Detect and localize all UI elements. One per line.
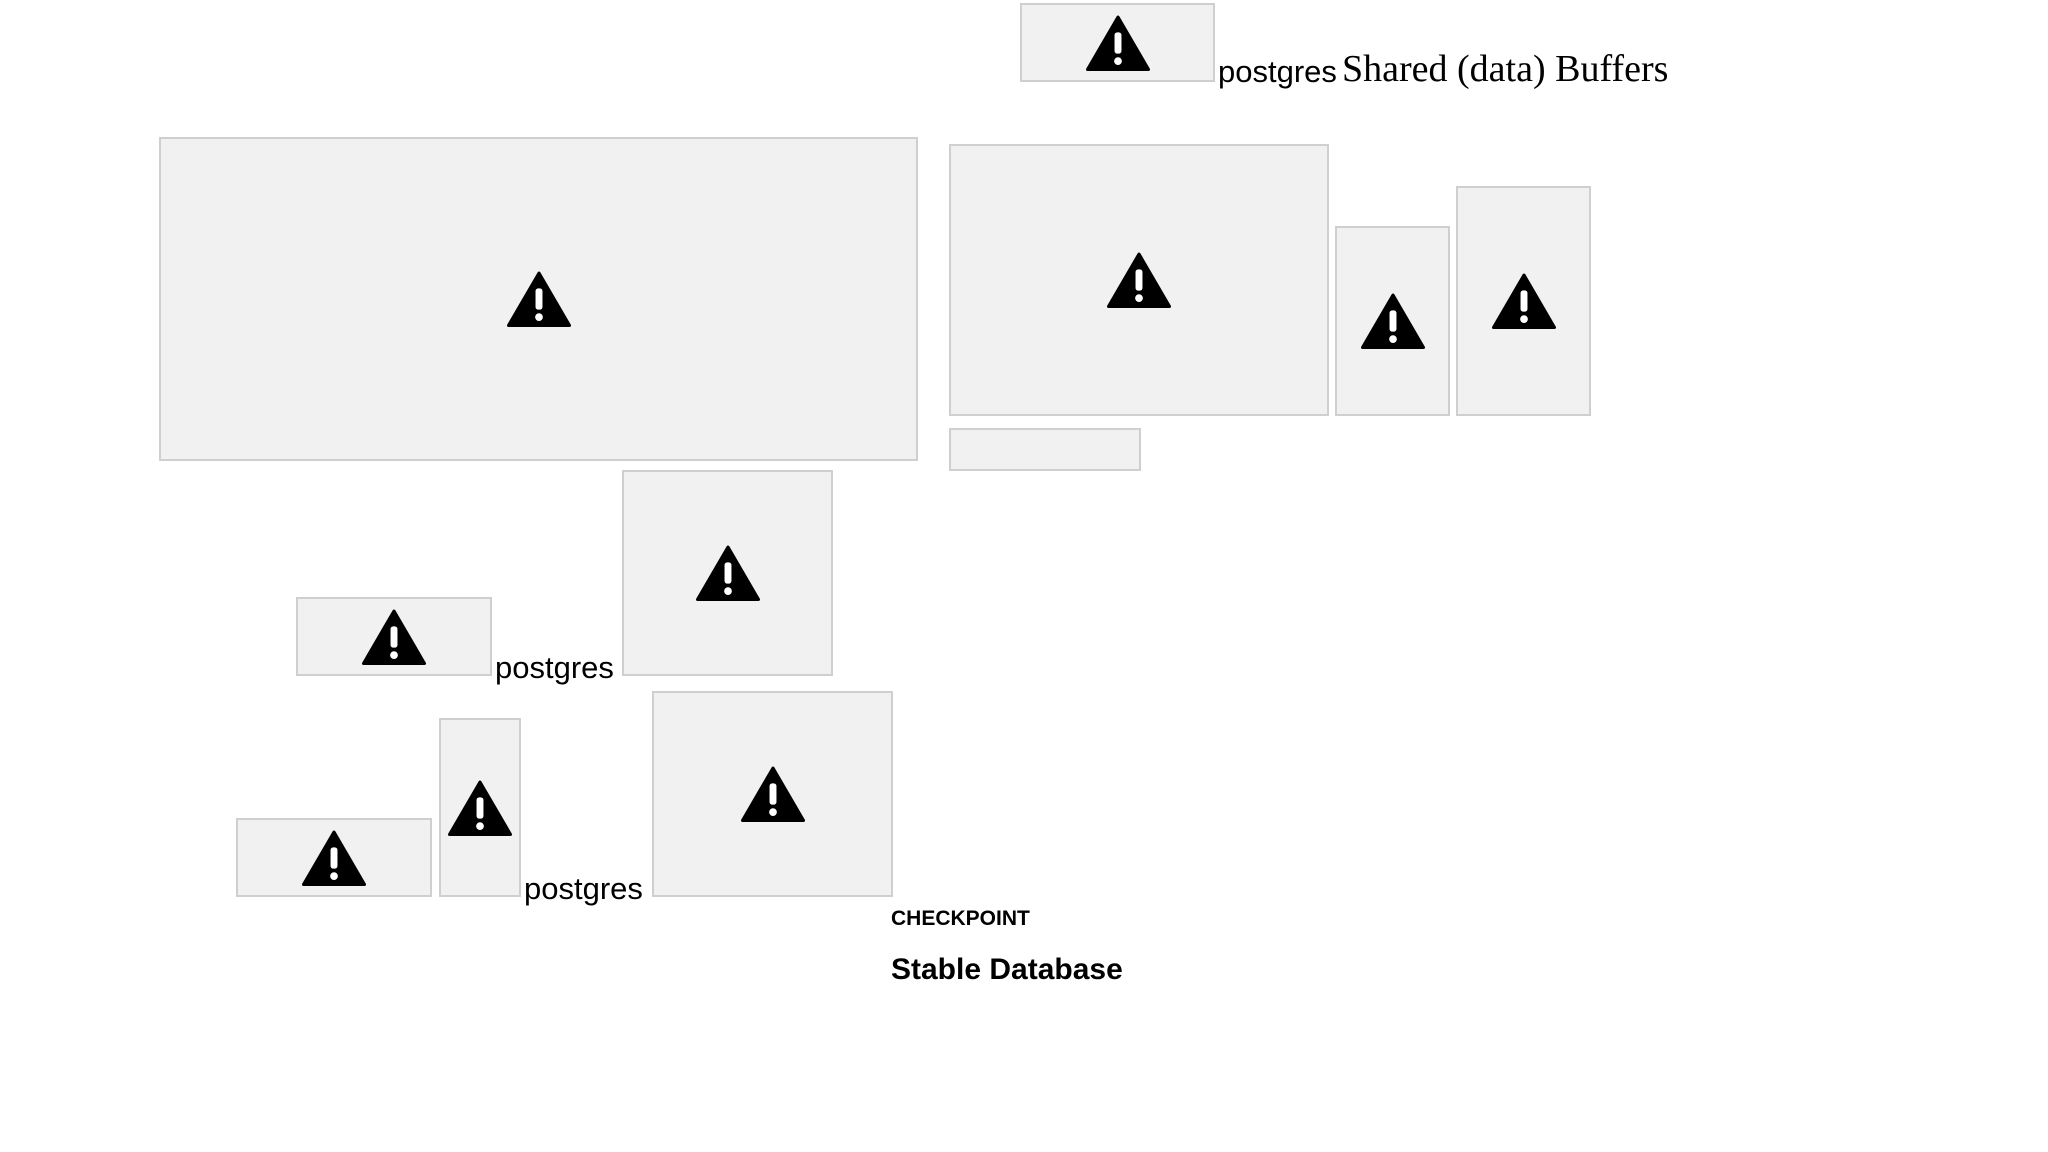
warning-icon (1360, 293, 1425, 349)
checkpoint-label: CHECKPOINT (891, 907, 1030, 930)
image-placeholder-header (1020, 3, 1215, 82)
warning-icon (448, 780, 512, 836)
warning-icon (1107, 252, 1171, 308)
warning-icon (362, 609, 426, 665)
image-placeholder-right-main (949, 144, 1329, 416)
image-placeholder-right-strip (949, 428, 1141, 471)
process-b-label: postgres (524, 871, 643, 906)
image-placeholder-process-a-left (296, 597, 492, 676)
shared-buffers-title: Shared (data) Buffers (1342, 48, 1669, 90)
warning-icon (695, 545, 760, 601)
image-placeholder-process-a-right (622, 470, 833, 676)
image-placeholder-right-narrow (1335, 226, 1450, 416)
warning-icon (302, 830, 366, 886)
image-placeholder-large-left (159, 137, 918, 461)
stable-database-label: Stable Database (891, 953, 1123, 986)
warning-icon (740, 766, 805, 822)
image-placeholder-process-b-right (652, 691, 893, 897)
image-placeholder-process-b-left (236, 818, 432, 897)
shared-buffers-prefix-label: postgres (1218, 54, 1337, 89)
image-placeholder-right-tall (1456, 186, 1591, 416)
process-a-label: postgres (495, 650, 614, 685)
warning-icon (1085, 15, 1150, 71)
image-placeholder-process-b-narrow (439, 718, 521, 897)
warning-icon (1491, 273, 1556, 329)
warning-icon (506, 271, 571, 327)
